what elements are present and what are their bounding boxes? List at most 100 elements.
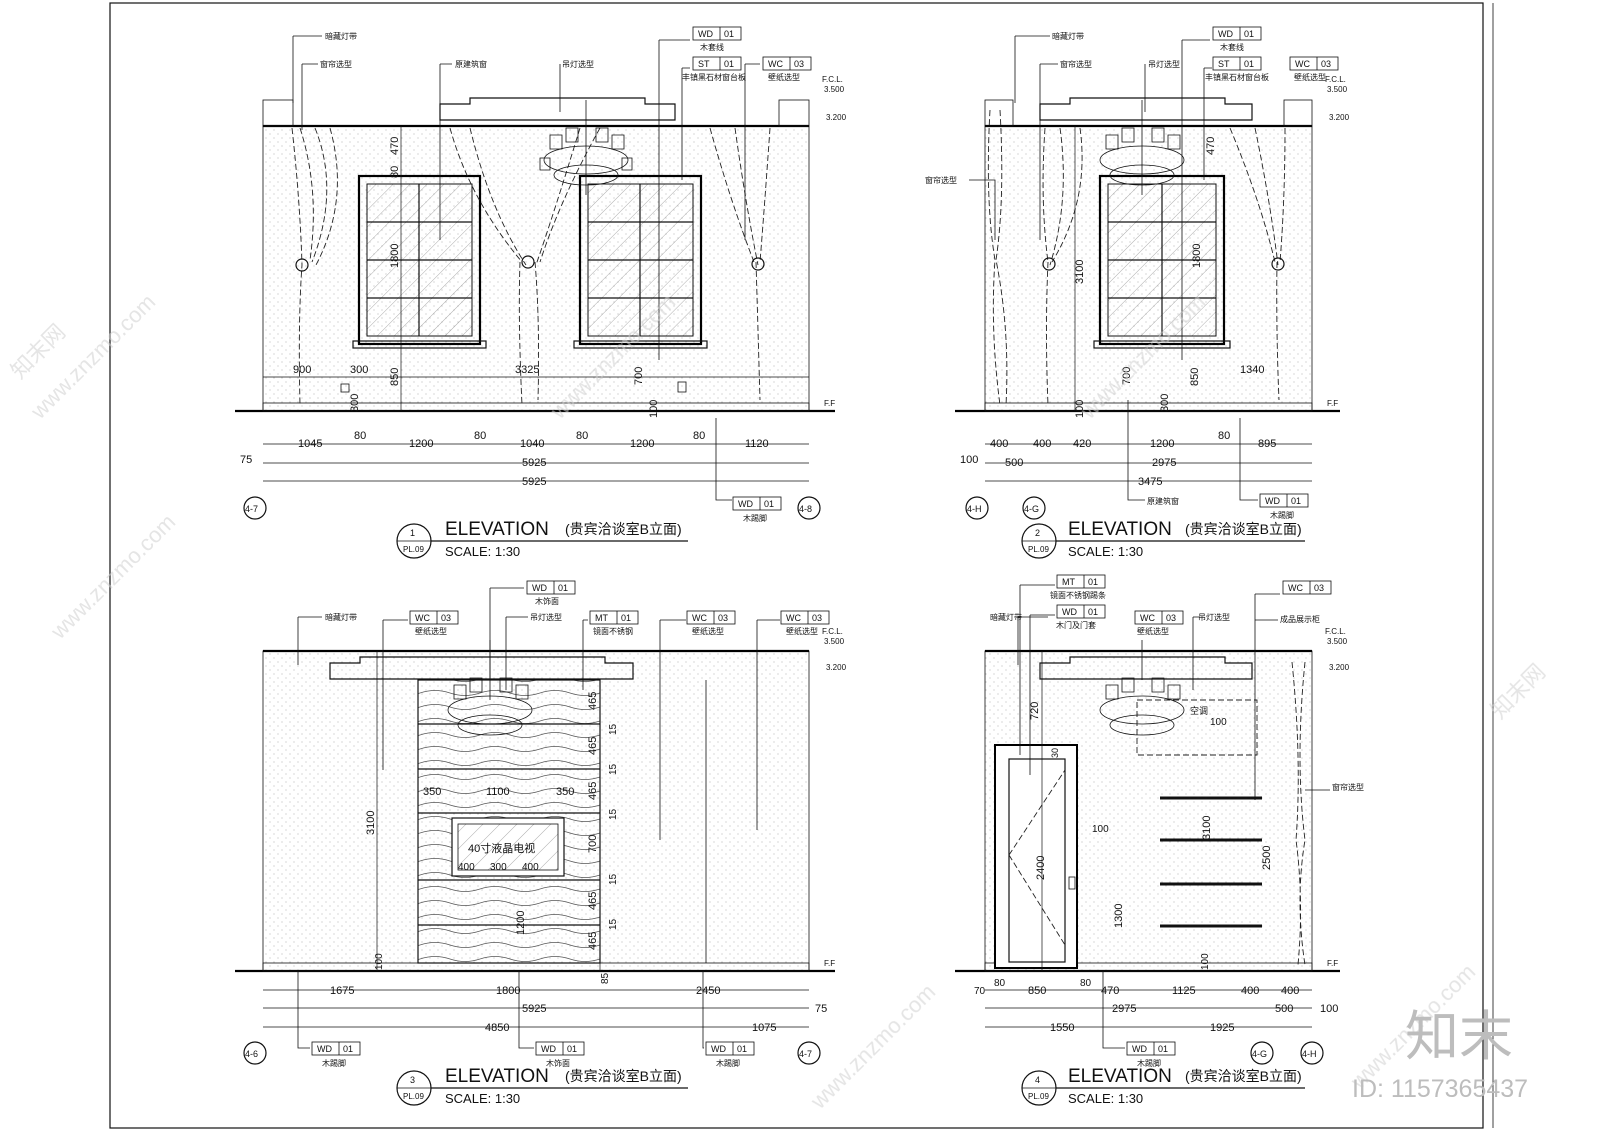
- svg-text:01: 01: [343, 1044, 353, 1054]
- notes-1: 暗藏灯带 窗帘选型 原建筑窗 吊灯选型: [292, 31, 760, 501]
- elevation-4: 空调 720 30 2400 100 1300 3100 2500 100 10…: [955, 574, 1364, 1106]
- svg-text:吊灯选型: 吊灯选型: [1198, 612, 1230, 622]
- vdim-4-1300: 1300: [1113, 904, 1125, 928]
- svg-text:01: 01: [1244, 29, 1254, 39]
- svg-text:SCALE: 1:30: SCALE: 1:30: [1068, 1091, 1143, 1106]
- window-right-frame: [578, 174, 703, 346]
- svg-text:成品展示柜: 成品展示柜: [1280, 614, 1320, 624]
- svg-text:暗藏灯带: 暗藏灯带: [325, 612, 357, 622]
- image-id: ID: 1157365437: [1352, 1075, 1528, 1103]
- hdim-3-in-1: 1100: [486, 786, 510, 798]
- hdim-3-r2: 5925: [522, 1003, 546, 1015]
- hdim-1-r1-6: 1200: [630, 438, 654, 450]
- svg-text:WD: WD: [317, 1044, 332, 1054]
- hdim-4-r1-1: 80: [994, 978, 1006, 989]
- vdim-1-700: 700: [633, 367, 645, 385]
- curtain-2b: [1229, 127, 1286, 401]
- hdim-1-r1-5: 80: [576, 430, 588, 442]
- grid-1-left: 4-7: [245, 504, 258, 514]
- hdim-2-1340: 1340: [1240, 364, 1264, 376]
- vdim-3-700: 700: [587, 835, 599, 853]
- window-left-mullions: [367, 184, 472, 336]
- vdim-3-1200: 1200: [515, 911, 527, 935]
- grid-4-r2: 4-H: [1302, 1049, 1317, 1059]
- svg-text:窗帘选型: 窗帘选型: [925, 175, 957, 185]
- soffit-2b: [1283, 99, 1313, 127]
- svg-text:01: 01: [1244, 59, 1254, 69]
- svg-text:WD: WD: [711, 1044, 726, 1054]
- display-shelves-4: [1160, 796, 1262, 928]
- svg-text:SCALE: 1:30: SCALE: 1:30: [1068, 544, 1143, 559]
- svg-text:(贵宾洽谈室B立面): (贵宾洽谈室B立面): [565, 521, 682, 537]
- hdim-4-r1-2: 850: [1028, 985, 1046, 997]
- svg-text:(贵宾洽谈室B立面): (贵宾洽谈室B立面): [1185, 521, 1302, 537]
- hdim-3-in-0: 350: [423, 786, 441, 798]
- vdim-4-2500: 2500: [1261, 846, 1273, 870]
- hdim-1-r1-0: 1045: [298, 438, 322, 450]
- hdim-4-r2-1: 500: [1275, 1003, 1293, 1015]
- level-2-ff: F.F: [1327, 399, 1338, 408]
- grid-1-right: 4-8: [799, 504, 812, 514]
- vdim-3-100: 100: [374, 953, 385, 970]
- grid-3-right: 4-7: [799, 1049, 812, 1059]
- level-3-350: 3.500: [824, 637, 845, 646]
- vdim-1-80: 80: [389, 166, 401, 178]
- hdim-4-r1-6: 400: [1241, 985, 1259, 997]
- ac-vent-4: [1136, 699, 1258, 756]
- curtain-side-4: [1291, 661, 1306, 966]
- hdim-1-r1-8: 1120: [745, 438, 769, 450]
- svg-text:03: 03: [812, 613, 822, 623]
- vdim-3-465b: 465: [587, 737, 599, 755]
- vdim-3-15e: 15: [608, 918, 619, 930]
- svg-text:03: 03: [1314, 583, 1324, 593]
- title-block-3: 3 PL.09 ELEVATION (贵宾洽谈室B立面) SCALE: 1:30: [396, 1066, 688, 1106]
- hdim-2-r1-1: 400: [1033, 438, 1051, 450]
- window-left-frame: [357, 174, 482, 346]
- vdim-2-3100: 3100: [1074, 260, 1086, 284]
- level-4-350: 3.500: [1327, 637, 1348, 646]
- hdim-4-r1-5: 1125: [1172, 985, 1196, 997]
- svg-text:(贵宾洽谈室B立面): (贵宾洽谈室B立面): [1185, 1068, 1302, 1084]
- vdim-3-15b: 15: [608, 763, 619, 775]
- hdim-3-r1-1: 1800: [496, 985, 520, 997]
- hdim-1-r1-7: 80: [693, 430, 705, 442]
- svg-text:01: 01: [724, 59, 734, 69]
- hdim-1-r1-2: 1200: [409, 438, 433, 450]
- notes-2: 暗藏灯带 窗帘选型 吊灯选型 窗帘选型 原建筑窗: [925, 31, 1258, 506]
- hdim-1-r2: 5925: [522, 457, 546, 469]
- svg-text:01: 01: [764, 499, 774, 509]
- svg-text:暗藏灯带: 暗藏灯带: [325, 31, 357, 41]
- tieback-1a: [295, 258, 309, 272]
- level-2-320: 3.200: [1329, 113, 1350, 122]
- svg-text:1: 1: [410, 528, 415, 538]
- hdim-1-3325: 3325: [515, 364, 539, 376]
- ceiling-soffit-1b: [778, 99, 810, 127]
- svg-text:01: 01: [621, 613, 631, 623]
- logo-mark: 知末: [1405, 1007, 1513, 1067]
- svg-text:木门及门套: 木门及门套: [1056, 620, 1096, 630]
- tieback-2a: [1042, 257, 1056, 271]
- vdim-4-100c: 100: [1200, 953, 1211, 970]
- svg-text:01: 01: [1291, 496, 1301, 506]
- svg-text:03: 03: [1166, 613, 1176, 623]
- level-1-ff: F.F: [824, 399, 835, 408]
- vdim-4-2400: 2400: [1035, 856, 1047, 880]
- hdim-4-r1-7: 400: [1281, 985, 1299, 997]
- svg-text:吊灯选型: 吊灯选型: [530, 612, 562, 622]
- svg-text:暗藏灯带: 暗藏灯带: [990, 612, 1022, 622]
- svg-text:03: 03: [441, 613, 451, 623]
- cornice-2: [1039, 97, 1253, 121]
- tieback-1c: [751, 257, 765, 271]
- svg-text:WC: WC: [768, 59, 783, 69]
- svg-text:壁纸选型: 壁纸选型: [1137, 626, 1169, 636]
- grid-bubble-3-right: [797, 1041, 821, 1065]
- svg-text:WC: WC: [786, 613, 801, 623]
- grid-bubble-4-r1: [1250, 1041, 1274, 1065]
- level-4-320: 3.200: [1329, 663, 1350, 672]
- svg-text:WC: WC: [1288, 583, 1303, 593]
- vdim-3-15d: 15: [608, 873, 619, 885]
- title-block-2: 2 PL.09 ELEVATION (贵宾洽谈室B立面) SCALE: 1:30: [1021, 519, 1305, 559]
- feature-wall-shelves-3: [418, 723, 600, 926]
